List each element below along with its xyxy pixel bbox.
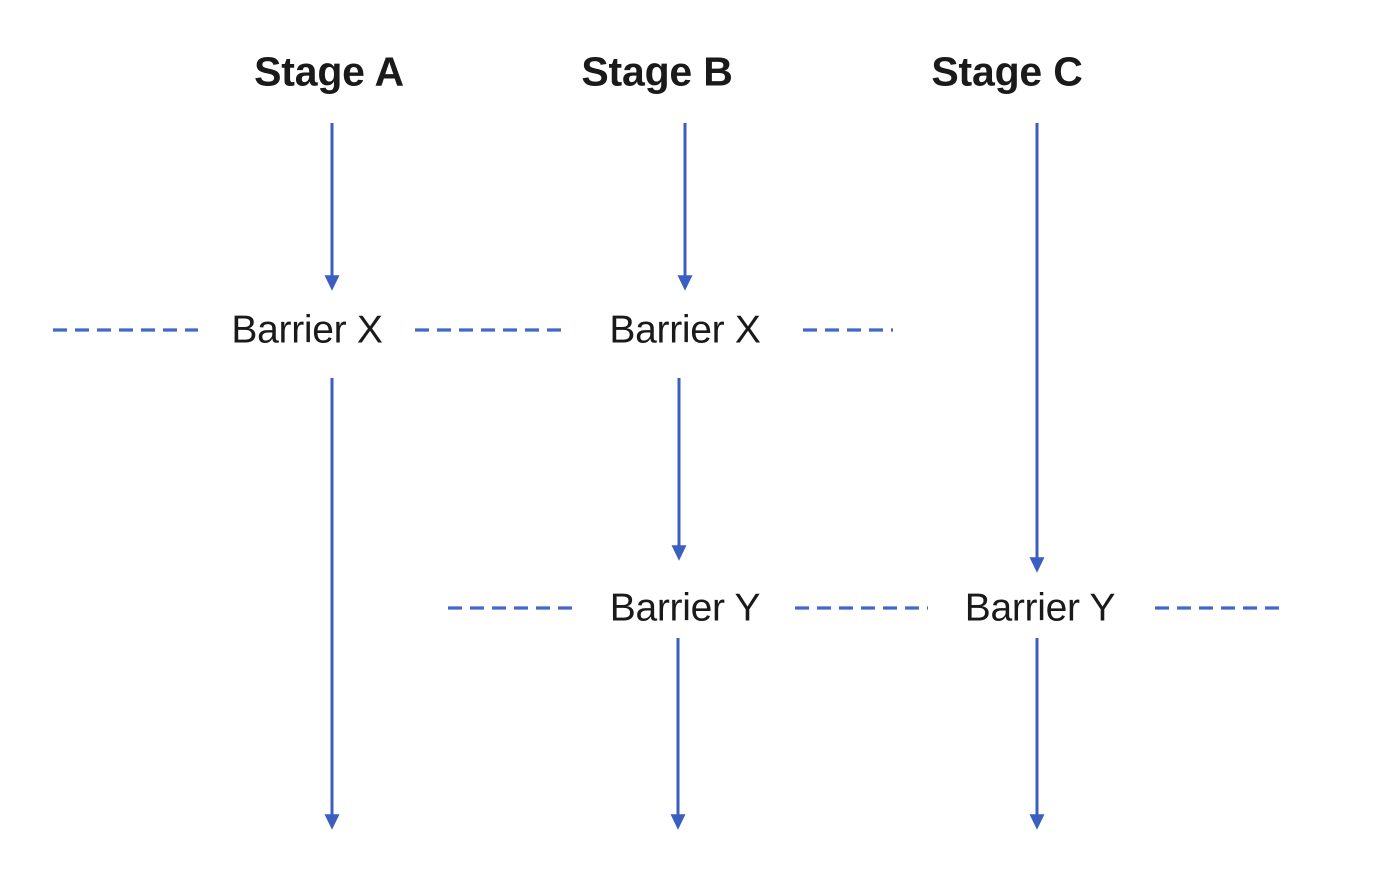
barrier-label-barrier-x-b: Barrier X <box>599 310 771 350</box>
stage-title-stage-c: Stage C <box>921 51 1093 93</box>
dashed-link-layer <box>53 328 1286 610</box>
stage-title-stage-a: Stage A <box>244 51 414 93</box>
stage-title-stage-b: Stage B <box>571 51 743 93</box>
arrow-layer <box>324 123 1045 830</box>
barrier-label-barrier-x-a: Barrier X <box>221 310 393 350</box>
barrier-label-barrier-y-c: Barrier Y <box>954 588 1126 628</box>
barrier-label-barrier-y-b: Barrier Y <box>599 588 771 628</box>
